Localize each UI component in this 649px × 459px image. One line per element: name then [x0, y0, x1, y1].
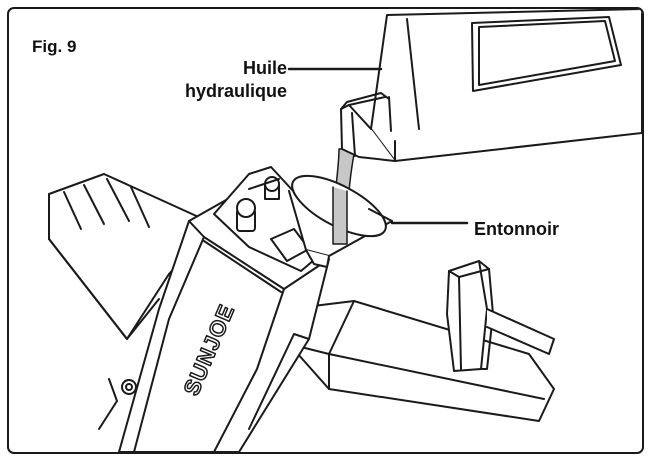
jack-side-bolt	[98, 378, 137, 430]
jack-right-arm	[288, 300, 555, 422]
funnel-icon	[288, 174, 393, 268]
funnel-callout-label: Entonnoir	[474, 219, 559, 239]
figure-frame: SUNJOE Fig. 9 Hui	[7, 7, 644, 454]
figure-label: Fig. 9	[32, 37, 77, 56]
oil-callout-label: Huile hydraulique	[159, 57, 287, 103]
oil-bottle-icon	[340, 9, 642, 162]
hydraulic-jack-oil-filling-illustration: SUNJOE	[48, 9, 642, 452]
oil-callout-line2: hydraulique	[184, 81, 287, 101]
jack-saddle-post	[446, 260, 555, 372]
jack-pump-top	[213, 166, 328, 272]
jack-left-arm	[48, 173, 215, 340]
oil-callout-line1: Huile	[242, 58, 287, 78]
